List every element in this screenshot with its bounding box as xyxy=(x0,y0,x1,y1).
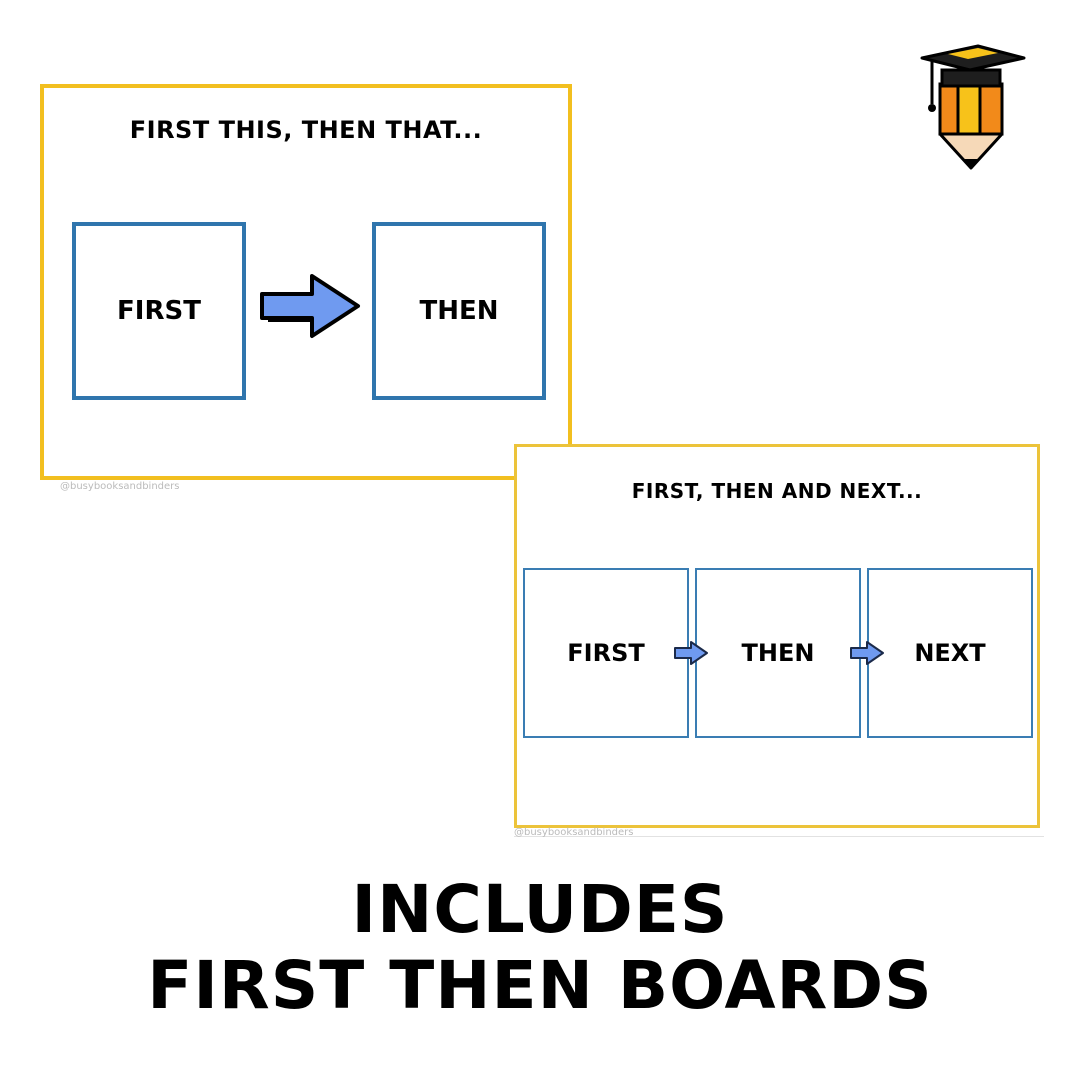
graduation-cap-pencil-icon xyxy=(920,44,1026,170)
watermark: @busybooksandbinders xyxy=(60,481,180,492)
watermark: @busybooksandbinders xyxy=(514,827,634,838)
card-first: FIRST xyxy=(523,568,689,738)
card-first: FIRST xyxy=(72,222,246,400)
arrow-right-icon xyxy=(260,274,360,338)
card-then: THEN xyxy=(372,222,546,400)
card-next: NEXT xyxy=(867,568,1033,738)
first-then-board: FIRST THIS, THEN THAT... FIRST THEN xyxy=(40,84,572,480)
first-then-next-board: FIRST, THEN AND NEXT... FIRST THEN NEXT xyxy=(514,444,1040,828)
card-then: THEN xyxy=(695,568,861,738)
arrow-right-icon xyxy=(850,641,884,665)
headline-line-1: INCLUDES xyxy=(351,871,729,948)
board-title: FIRST THIS, THEN THAT... xyxy=(129,116,483,144)
headline-line-2: FIRST THEN BOARDS xyxy=(147,947,933,1024)
arrow-right-icon xyxy=(674,641,708,665)
headline: INCLUDES FIRST THEN BOARDS xyxy=(0,872,1080,1024)
board-title: FIRST, THEN AND NEXT... xyxy=(631,479,923,503)
divider xyxy=(514,836,1044,837)
